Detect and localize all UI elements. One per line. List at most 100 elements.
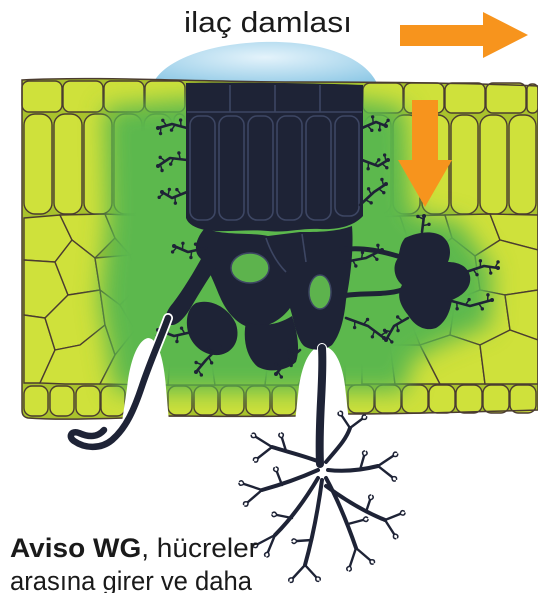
conidium-tip bbox=[292, 541, 297, 543]
conidiophore-branch bbox=[262, 470, 318, 490]
conidiophore-twig bbox=[244, 484, 262, 490]
haustorium-tip bbox=[194, 361, 197, 364]
conidiophore-twig bbox=[305, 565, 316, 577]
haustorium-tip bbox=[366, 318, 369, 321]
palisade-cell bbox=[480, 115, 507, 214]
haustorium-tip bbox=[366, 167, 369, 170]
conidium-tip bbox=[245, 502, 248, 506]
haustorium-tip bbox=[385, 166, 388, 169]
hypha-tip bbox=[496, 266, 500, 270]
conidium-tip bbox=[349, 566, 351, 571]
conidiophore-branch bbox=[326, 428, 350, 462]
haustorium-tip bbox=[159, 132, 162, 135]
conidium-tip bbox=[239, 483, 244, 485]
upper-epidermis-cell bbox=[63, 81, 103, 112]
haustorium-tip bbox=[467, 298, 470, 301]
haustorium-tip bbox=[383, 153, 386, 156]
haustorium-tip bbox=[189, 256, 192, 259]
lower-epidermis-cell bbox=[483, 385, 509, 413]
upper-epidermis-cell bbox=[445, 83, 485, 113]
conidiophore-twig bbox=[350, 548, 356, 566]
conidiophore-twig bbox=[277, 515, 292, 518]
haustorium-tip bbox=[177, 151, 180, 154]
conidium-tip bbox=[292, 539, 297, 541]
conidiophore-twig bbox=[385, 514, 400, 520]
haustorium-tip bbox=[382, 191, 385, 194]
haustorium-tip bbox=[378, 128, 381, 131]
haustorium-tip bbox=[354, 264, 357, 267]
hypha-tip bbox=[490, 298, 494, 302]
haustorium-tip bbox=[361, 251, 364, 254]
haustorium-tip bbox=[390, 340, 393, 343]
conidium-tip bbox=[274, 468, 277, 472]
haustorium-tip bbox=[171, 250, 174, 253]
haustorium-tip bbox=[367, 187, 370, 190]
haustorium-tip bbox=[427, 223, 430, 226]
haustorium-tip bbox=[369, 201, 372, 204]
hypha-tip bbox=[160, 190, 164, 194]
haustorium-tip bbox=[386, 119, 389, 122]
conidiophore-twig bbox=[350, 419, 362, 428]
hypha-tip bbox=[194, 370, 198, 374]
caption-line-1-rest: , hücreler bbox=[141, 533, 258, 563]
conidiophore-twig bbox=[297, 540, 312, 541]
uninfected-cell-pocket bbox=[309, 275, 331, 309]
conidiophore-twig bbox=[356, 548, 370, 560]
haustorium-tip bbox=[375, 258, 378, 261]
conidium-tip bbox=[363, 517, 368, 520]
haustorium-tip bbox=[194, 242, 197, 245]
haustorium-tip bbox=[274, 363, 277, 366]
conidium-tip bbox=[272, 512, 277, 515]
haustorium-tip bbox=[396, 315, 399, 318]
palisade-cell bbox=[24, 114, 52, 214]
lower-epidermis-cell bbox=[429, 385, 455, 413]
haustorium-tip bbox=[383, 329, 386, 332]
hypha-tip bbox=[274, 372, 278, 376]
conidium-tip bbox=[347, 566, 350, 570]
haustorium-tip bbox=[479, 259, 482, 262]
conidium-tip bbox=[400, 511, 404, 514]
conidium-tip bbox=[316, 577, 320, 580]
hypha-tip bbox=[386, 158, 390, 162]
haustorium-tip bbox=[371, 115, 374, 118]
haustorium-tip bbox=[169, 162, 172, 165]
haustorium-tip bbox=[371, 335, 374, 338]
haustorium-tip bbox=[376, 244, 379, 247]
conidium-tip bbox=[393, 452, 397, 456]
lower-epidermis-cell bbox=[510, 385, 536, 413]
conidium-tip bbox=[272, 515, 277, 517]
palisade-cell bbox=[509, 115, 536, 214]
conidium-tip bbox=[265, 552, 268, 556]
hypha-tip bbox=[172, 244, 176, 248]
upper-epidermis-cell bbox=[486, 83, 526, 113]
conidium-tip bbox=[370, 496, 373, 500]
conidium-tip bbox=[364, 451, 367, 456]
lower-epidermis-cell bbox=[76, 386, 100, 416]
conidiophore-twig bbox=[378, 466, 392, 477]
haustorium-tip bbox=[380, 178, 383, 181]
haustorium-tip bbox=[160, 169, 163, 172]
haustorium-tip bbox=[377, 158, 380, 161]
conidiophore-twig bbox=[248, 490, 262, 502]
conidiophore-twig bbox=[256, 437, 272, 447]
lower-epidermis-cell bbox=[24, 386, 48, 416]
conidiophore-branch bbox=[272, 447, 320, 462]
conidiophore-twig bbox=[258, 447, 272, 458]
conidiophore-twig bbox=[348, 520, 363, 524]
lower-epidermis-cell bbox=[50, 386, 74, 416]
haustorium-tip bbox=[287, 350, 290, 353]
conidiophore-stem bbox=[320, 348, 323, 464]
haustorium-tip bbox=[353, 326, 356, 329]
conidiophore-branch bbox=[326, 486, 385, 520]
conidium-tip bbox=[363, 451, 365, 456]
haustorium-tip bbox=[416, 215, 419, 218]
conidium-tip bbox=[240, 481, 244, 484]
upper-epidermis-cell bbox=[527, 84, 538, 113]
drop-label: ilaç damlası bbox=[184, 7, 352, 39]
hypha-tip bbox=[384, 124, 388, 128]
palisade-cell bbox=[451, 115, 478, 214]
caption-line-1: Aviso WG, hücreler bbox=[10, 533, 258, 563]
conidium-tip bbox=[362, 415, 365, 419]
haustorium-tip bbox=[210, 361, 213, 364]
